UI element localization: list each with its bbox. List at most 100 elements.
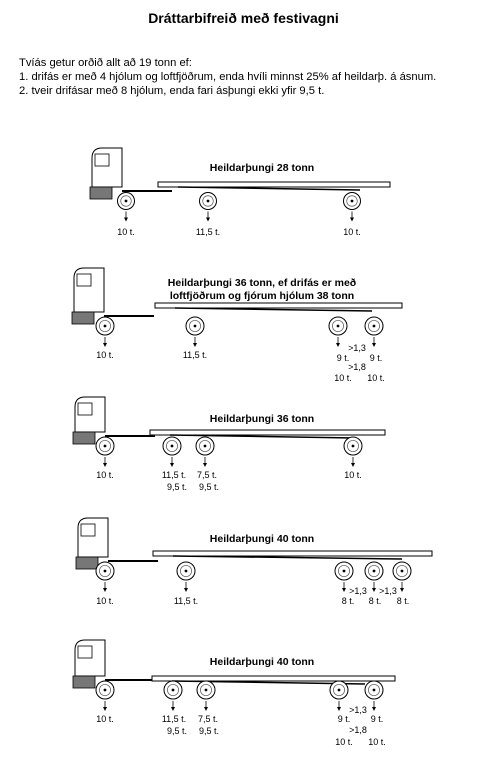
- axle-load-label: 9,5 t.: [199, 482, 219, 492]
- diagram-heading: Heildarþungi 40 tonn: [210, 533, 314, 545]
- axle-load-label: 10 t.: [368, 737, 386, 747]
- axle-gap-label: >1,3: [348, 343, 366, 353]
- axle-gap-label: >1,8: [349, 725, 367, 735]
- trailer-beam: [172, 555, 403, 560]
- wheel-rim: [99, 440, 111, 452]
- wheel-rim: [347, 440, 359, 452]
- diagram-heading: Heildarþungi 28 tonn: [210, 162, 314, 174]
- wheel-rim: [167, 684, 179, 696]
- axle-gap-label: >1,3: [349, 586, 367, 596]
- diagram-heading: Heildarþungi 40 tonn: [210, 656, 314, 668]
- wheel-rim: [368, 320, 380, 332]
- wheel-rim: [200, 684, 212, 696]
- wheel-hub: [193, 324, 197, 328]
- trailer-deck: [151, 675, 396, 682]
- wheel-hub: [171, 688, 175, 692]
- axle-load-label: 10 t.: [117, 227, 135, 237]
- axle-load-label: 9 t.: [338, 714, 351, 724]
- axle-load-label: 9 t.: [370, 353, 383, 363]
- axle-load-label: 7,5 t.: [198, 714, 218, 724]
- wheel-rim: [166, 440, 178, 452]
- wheel-hub: [103, 688, 107, 692]
- wheel-hub: [103, 569, 107, 573]
- wheel-hub: [337, 688, 341, 692]
- trailer-beam: [169, 434, 356, 439]
- trailer-beam: [174, 307, 373, 312]
- wheel-rim: [368, 565, 380, 577]
- wheel-rim: [189, 320, 201, 332]
- axle-load-label: 10 t.: [96, 714, 114, 724]
- cab-bumper: [71, 311, 95, 325]
- wheel-hub: [350, 199, 354, 203]
- axle-load-label: 11,5 t.: [174, 596, 198, 606]
- axle-load-label: 10 t.: [343, 227, 361, 237]
- trailer-deck: [157, 181, 391, 188]
- wheel-hub: [184, 569, 188, 573]
- wheel-rim: [120, 195, 132, 207]
- axle-load-label: 8 t.: [397, 596, 410, 606]
- cab-bumper: [75, 556, 99, 570]
- axle-load-label: 10 t.: [96, 470, 114, 480]
- axle-load-label: 10 t.: [344, 470, 362, 480]
- wheel-hub: [372, 324, 376, 328]
- axle-load-label: 11,5 t.: [162, 714, 186, 724]
- intro-line: 1. drifás er með 4 hjólum og loftfjöðrum…: [19, 71, 437, 83]
- wheel-rim: [332, 320, 344, 332]
- axle-load-label: 11,5 t.: [183, 350, 207, 360]
- axle-gap-label: >1,3: [349, 705, 367, 715]
- wheel-rim: [99, 565, 111, 577]
- axle-load-label: 9,5 t.: [167, 482, 187, 492]
- wheel-hub: [103, 444, 107, 448]
- axle-load-label: 8 t.: [369, 596, 382, 606]
- axle-load-label: 9,5 t.: [199, 726, 219, 736]
- axle-load-label: 10 t.: [367, 373, 385, 383]
- wheel-rim: [346, 195, 358, 207]
- wheel-rim: [180, 565, 192, 577]
- wheel-hub: [400, 569, 404, 573]
- axle-load-label: 11,5 t.: [196, 227, 220, 237]
- axle-load-label: 10 t.: [96, 350, 114, 360]
- cab-window: [80, 523, 96, 537]
- axle-load-label: 9 t.: [371, 714, 384, 724]
- wheel-hub: [351, 444, 355, 448]
- cab-window: [94, 153, 110, 167]
- intro-text: Tvíás getur orðið allt að 19 tonn ef: 1.…: [19, 56, 436, 98]
- wheel-hub: [204, 688, 208, 692]
- cab-bumper: [89, 186, 113, 200]
- axle-load-label: 9,5 t.: [167, 726, 187, 736]
- wheel-rim: [338, 565, 350, 577]
- wheel-hub: [170, 444, 174, 448]
- wheel-rim: [333, 684, 345, 696]
- diagram-heading: loftfjöðrum og fjórum hjólum 38 tonn: [170, 290, 354, 302]
- wheel-hub: [203, 444, 207, 448]
- page-title: Dráttarbifreið með festivagni: [148, 10, 339, 26]
- wheel-rim: [202, 195, 214, 207]
- trailer-beam: [177, 186, 361, 191]
- wheel-hub: [342, 569, 346, 573]
- axle-gap-label: >1,3: [379, 586, 397, 596]
- cab-bumper: [72, 675, 96, 689]
- wheel-hub: [372, 688, 376, 692]
- axle-load-label: 10 t.: [96, 596, 114, 606]
- axle-load-label: 10 t.: [335, 737, 353, 747]
- axle-gap-label: >1,8: [348, 362, 366, 372]
- intro-line: 2. tveir drifásar með 8 hjólum, enda far…: [19, 85, 325, 97]
- axle-load-label: 11,5 t.: [162, 470, 186, 480]
- cab-window: [76, 273, 92, 287]
- intro-line: Tvíás getur orðið allt að 19 tonn ef:: [19, 57, 192, 69]
- trailer-deck: [152, 550, 433, 557]
- wheel-hub: [372, 569, 376, 573]
- cab-window: [77, 645, 93, 659]
- axle-load-label: 9 t.: [337, 353, 350, 363]
- cab-window: [77, 402, 93, 416]
- wheel-rim: [99, 684, 111, 696]
- wheel-rim: [396, 565, 408, 577]
- wheel-rim: [199, 440, 211, 452]
- wheel-hub: [124, 199, 128, 203]
- wheel-hub: [103, 324, 107, 328]
- wheel-hub: [336, 324, 340, 328]
- axle-load-label: 10 t.: [334, 373, 352, 383]
- trailer-deck: [154, 302, 403, 309]
- trailer-deck: [149, 429, 386, 436]
